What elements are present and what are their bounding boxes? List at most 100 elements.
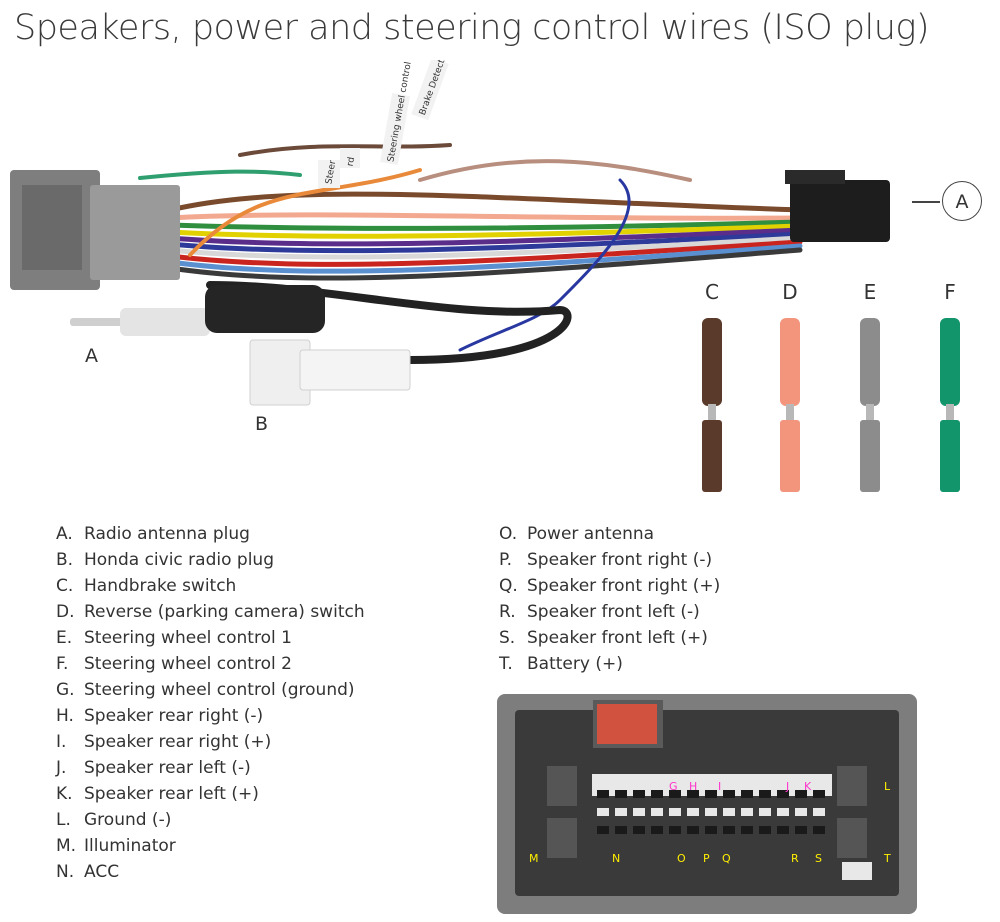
label-a: A [85, 345, 98, 367]
legend-text: Speaker rear right (-) [84, 706, 264, 726]
legend-left-item: M.Illuminator [56, 833, 365, 859]
swatch-label-e: E [863, 280, 877, 304]
swatch-f-core [946, 404, 954, 422]
pin-label-g: G [669, 780, 678, 793]
pin-slot [597, 790, 609, 798]
pin-slot [687, 826, 699, 834]
pin-slot [759, 790, 771, 798]
legend-key: Q. [499, 576, 518, 596]
pin-slot [687, 790, 699, 798]
pin-slot [813, 808, 825, 816]
pin-label-p: P [703, 852, 710, 865]
legend-right-item: T. Battery (+) [499, 651, 720, 677]
legend-text: Steering wheel control 1 [84, 628, 292, 648]
legend-left-item: G.Steering wheel control (ground) [56, 677, 365, 703]
pin-slot [777, 826, 789, 834]
antenna-plug [70, 285, 325, 336]
label-b: B [255, 413, 269, 435]
legend-left-item: L.Ground (-) [56, 807, 365, 833]
pin-slot [633, 808, 645, 816]
legend-key: N. [56, 862, 75, 882]
swatch-f-top [940, 318, 960, 406]
legend-text: Speaker front right (-) [527, 550, 713, 570]
legend-text: Speaker front right (+) [527, 576, 721, 596]
pin-label-m: M [529, 852, 539, 865]
pin-slot [615, 826, 627, 834]
legend-key: F. [56, 654, 69, 674]
legend-text: Handbrake switch [84, 576, 237, 596]
pin-label-j: J [785, 780, 789, 793]
legend-key: S. [499, 628, 516, 648]
legend-text: Speaker rear right (+) [84, 732, 272, 752]
pin-label-l: L [884, 780, 891, 793]
legend-left-item: C. Handbrake switch [56, 573, 365, 599]
legend-text: Ground (-) [84, 810, 172, 830]
legend-text: Steering wheel control 2 [84, 654, 292, 674]
pin-slot [633, 826, 645, 834]
swatch-e-core [866, 404, 874, 422]
pin-slot [759, 826, 771, 834]
swatch-f-bottom [940, 420, 960, 492]
white-plug [249, 339, 411, 406]
pin-label-o: O [677, 852, 686, 865]
legend-key: T. [499, 654, 513, 674]
honda-radio-plug [10, 170, 180, 290]
legend-right-item: O.Power antenna [499, 521, 720, 547]
pin-label-i: I [718, 780, 721, 793]
legend-key: P. [499, 550, 513, 570]
pin-slot [597, 826, 609, 834]
legend-text: Radio antenna plug [84, 524, 250, 544]
pin-slot [615, 790, 627, 798]
legend-key: O. [499, 524, 518, 544]
legend-key: E. [56, 628, 73, 648]
pin-slot [777, 790, 789, 798]
wire-swatches [702, 318, 960, 492]
page-title: Speakers, power and steering control wir… [14, 8, 930, 48]
swatch-d-top [780, 318, 800, 406]
pin-slot [795, 808, 807, 816]
steer-tag-2: rd [346, 156, 357, 167]
legend-key: A. [56, 524, 73, 544]
pin-label-r: R [791, 852, 799, 865]
legend-text: ACC [84, 862, 120, 882]
swatch-d-bottom [780, 420, 800, 492]
legend-left-item: I. Speaker rear right (+) [56, 729, 365, 755]
pin-label-n: N [612, 852, 620, 865]
pin-label-t: T [883, 852, 891, 865]
pin-label-k: K [804, 780, 812, 793]
pin-slot [651, 790, 663, 798]
swatch-e-bottom [860, 420, 880, 492]
legend-text: Illuminator [84, 836, 176, 856]
swatch-e-top [860, 318, 880, 406]
pin-slot [741, 790, 753, 798]
legend-left-item: K.Speaker rear left (+) [56, 781, 365, 807]
legend-left-item: J.Speaker rear left (-) [56, 755, 365, 781]
legend-key: H. [56, 706, 74, 726]
legend-left-item: D.Reverse (parking camera) switch [56, 599, 365, 625]
pin-label-h: H [689, 780, 697, 793]
pin-slot [723, 808, 735, 816]
wiring-harness-photo: Brake Detect Steering wheel control (2) … [10, 60, 960, 492]
swatch-label-f: F [944, 280, 956, 304]
legend-key: G. [56, 680, 75, 700]
legend-right-item: S.Speaker front left (+) [499, 625, 720, 651]
legend-text: Speaker front left (-) [527, 602, 700, 622]
legend-text: Speaker rear left (+) [84, 784, 259, 804]
pin-slot [705, 790, 717, 798]
legend-key: C. [56, 576, 74, 596]
legend-text: Reverse (parking camera) switch [84, 602, 365, 622]
pin-slot [651, 808, 663, 816]
steer-tag: Steer [324, 159, 338, 185]
legend-left-item: H. Speaker rear right (-) [56, 703, 365, 729]
legend-text: Honda civic radio plug [84, 550, 274, 570]
pin-slot [669, 826, 681, 834]
legend-key: I. [56, 732, 67, 752]
legend-right-item: P. Speaker front right (-) [499, 547, 720, 573]
legend-left-item: A. Radio antenna plug [56, 521, 365, 547]
pin-slot [705, 808, 717, 816]
pin-slot [669, 790, 681, 798]
legend-text: Battery (+) [527, 654, 623, 674]
legend-left-item: B.Honda civic radio plug [56, 547, 365, 573]
pin-slot [759, 808, 771, 816]
